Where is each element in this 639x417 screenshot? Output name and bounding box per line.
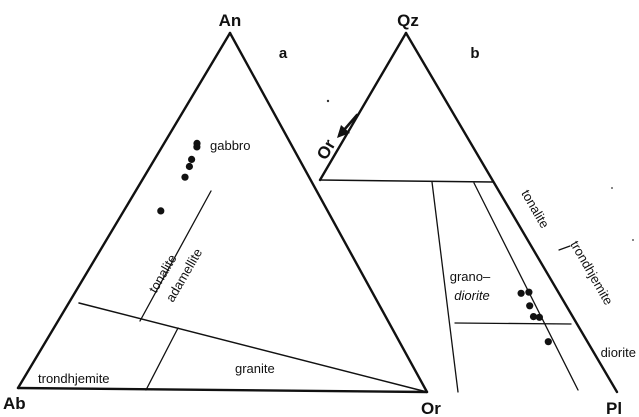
diagram-a-field-gabbro: gabbro (210, 138, 250, 153)
diagram-a-sample-point-5 (181, 173, 189, 181)
diagram-b-field-trondhjemite: trondhjemite (567, 238, 616, 307)
diagram-a-sample-point-3 (188, 155, 196, 163)
diagram-b-edge-qz-or (318, 31, 408, 182)
diagram-b-field-diorite-inner: diorite (454, 288, 489, 303)
diagram-a: An Ab Or a gabbro tonalite adamellite tr… (3, 11, 441, 417)
diagram-b-field-tonalite: tonalite (518, 187, 552, 231)
diagram-b: Qz Pl b Or tonalite trondhjemite grano– … (313, 11, 636, 417)
diagram-b-boundary-right (473, 182, 579, 391)
diagram-b-arrow-label: Or (313, 136, 340, 163)
diagram-b-sample-point-6 (544, 338, 552, 346)
diagram-a-boundary-granite (145, 327, 179, 391)
diagram-b-sample-points (517, 288, 552, 346)
diagram-b-sample-point-2 (525, 288, 533, 296)
diagram-b-sample-point-3 (526, 302, 534, 310)
diagram-b-vertex-qz: Qz (397, 11, 419, 30)
diagram-a-vertex-or: Or (421, 399, 441, 417)
diagram-a-edge-an-or (228, 31, 429, 394)
diagram-a-vertex-ab: Ab (3, 394, 26, 413)
diagram-a-panel-label: a (279, 45, 288, 62)
scan-specks (326, 99, 634, 241)
diagram-a-sample-points (157, 139, 201, 215)
diagram-a-sample-point-6 (157, 207, 165, 215)
diagram-a-edge-an-ab (16, 31, 232, 390)
diagram-b-field-diorite: diorite (601, 345, 636, 360)
diagram-b-sample-point-1 (517, 289, 525, 297)
diagram-b-sample-point-5 (535, 313, 544, 321)
diagram-b-field-grano: grano– (450, 269, 491, 284)
diagram-b-boundary-left (431, 181, 459, 393)
diagram-a-vertex-an: An (219, 11, 242, 30)
diagram-b-vertex-pl: Pl (606, 399, 622, 417)
diagram-a-boundary-adamellite (139, 190, 212, 322)
diagram-b-tick (558, 245, 571, 251)
diagram-b-panel-label: b (470, 45, 479, 62)
left-down-arrow-icon (337, 113, 359, 138)
diagram-b-edge-qz-pl (404, 31, 619, 394)
diagram-a-field-trondhjemite: trondhjemite (38, 371, 110, 386)
diagram-a-boundary-lower (78, 302, 428, 393)
diagram-a-field-granite: granite (235, 361, 275, 376)
diagram-a-sample-point-2 (193, 143, 201, 151)
diagram-b-boundary-horizontal (454, 322, 572, 325)
diagram-a-edge-ab-or (16, 386, 429, 394)
diagram-a-sample-point-4 (185, 162, 193, 171)
diagram-b-sample-point-4 (529, 313, 538, 321)
diagram-b-cut-line (319, 179, 494, 183)
